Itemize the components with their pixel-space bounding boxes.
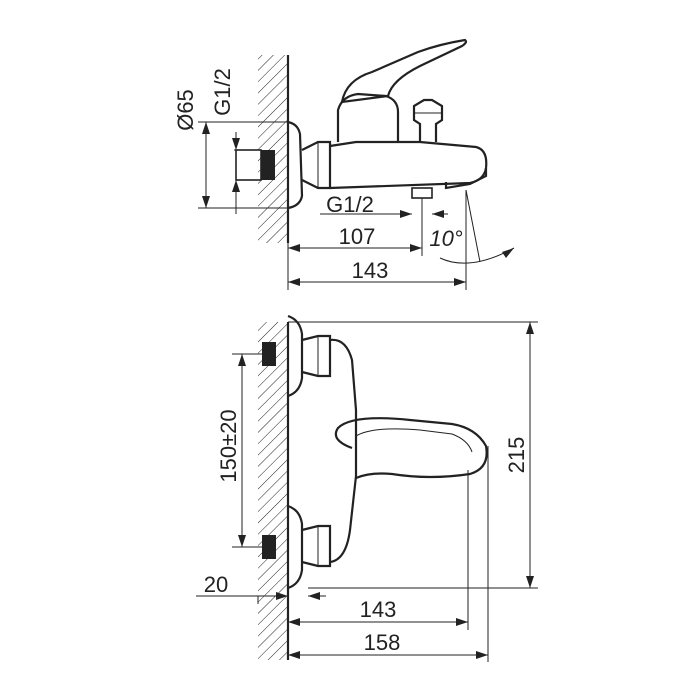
dim-thread-outlet-label: G1/2	[326, 192, 374, 217]
lower-escutcheon	[287, 504, 304, 590]
upper-escutcheon	[287, 314, 304, 398]
cartridge	[336, 92, 400, 142]
escutcheon	[287, 120, 304, 210]
dim-total-depth-front-label: 158	[364, 630, 401, 655]
lever-handle	[340, 38, 468, 104]
dim-angle-label: 10°	[429, 226, 462, 251]
side-view: Ø65 G1/2 G1/2 107 10° 143	[173, 38, 515, 290]
upper-connector	[301, 334, 332, 378]
wall-hatch-top	[258, 55, 288, 243]
diverter-knob	[412, 98, 444, 142]
lower-inlet-thread	[262, 535, 276, 559]
dim-lever-depth-label: 143	[360, 597, 397, 622]
inlet-thread	[261, 150, 275, 180]
connector-nut	[301, 140, 332, 190]
wall-hatch-bottom	[258, 322, 288, 660]
front-view: 150±20 215 20 143 158	[196, 314, 538, 662]
mixer-body	[329, 140, 488, 190]
dim-center-distance-label: 150±20	[216, 409, 241, 482]
dim-total-depth-side-label: 143	[352, 258, 389, 283]
shower-outlet	[411, 187, 433, 199]
dim-diameter-label: Ø65	[173, 89, 198, 131]
front-mixer-body	[329, 338, 358, 564]
dim-wall-offset-label: 20	[204, 572, 228, 597]
dim-height-label: 215	[504, 437, 529, 474]
dim-thread-inlet-label: G1/2	[210, 68, 235, 116]
front-lever-handle	[334, 417, 488, 480]
inlet-pipe	[235, 149, 262, 181]
lower-connector	[301, 524, 332, 568]
spout	[444, 168, 488, 190]
dim-outlet-depth-label: 107	[339, 224, 376, 249]
upper-inlet-thread	[262, 342, 276, 366]
